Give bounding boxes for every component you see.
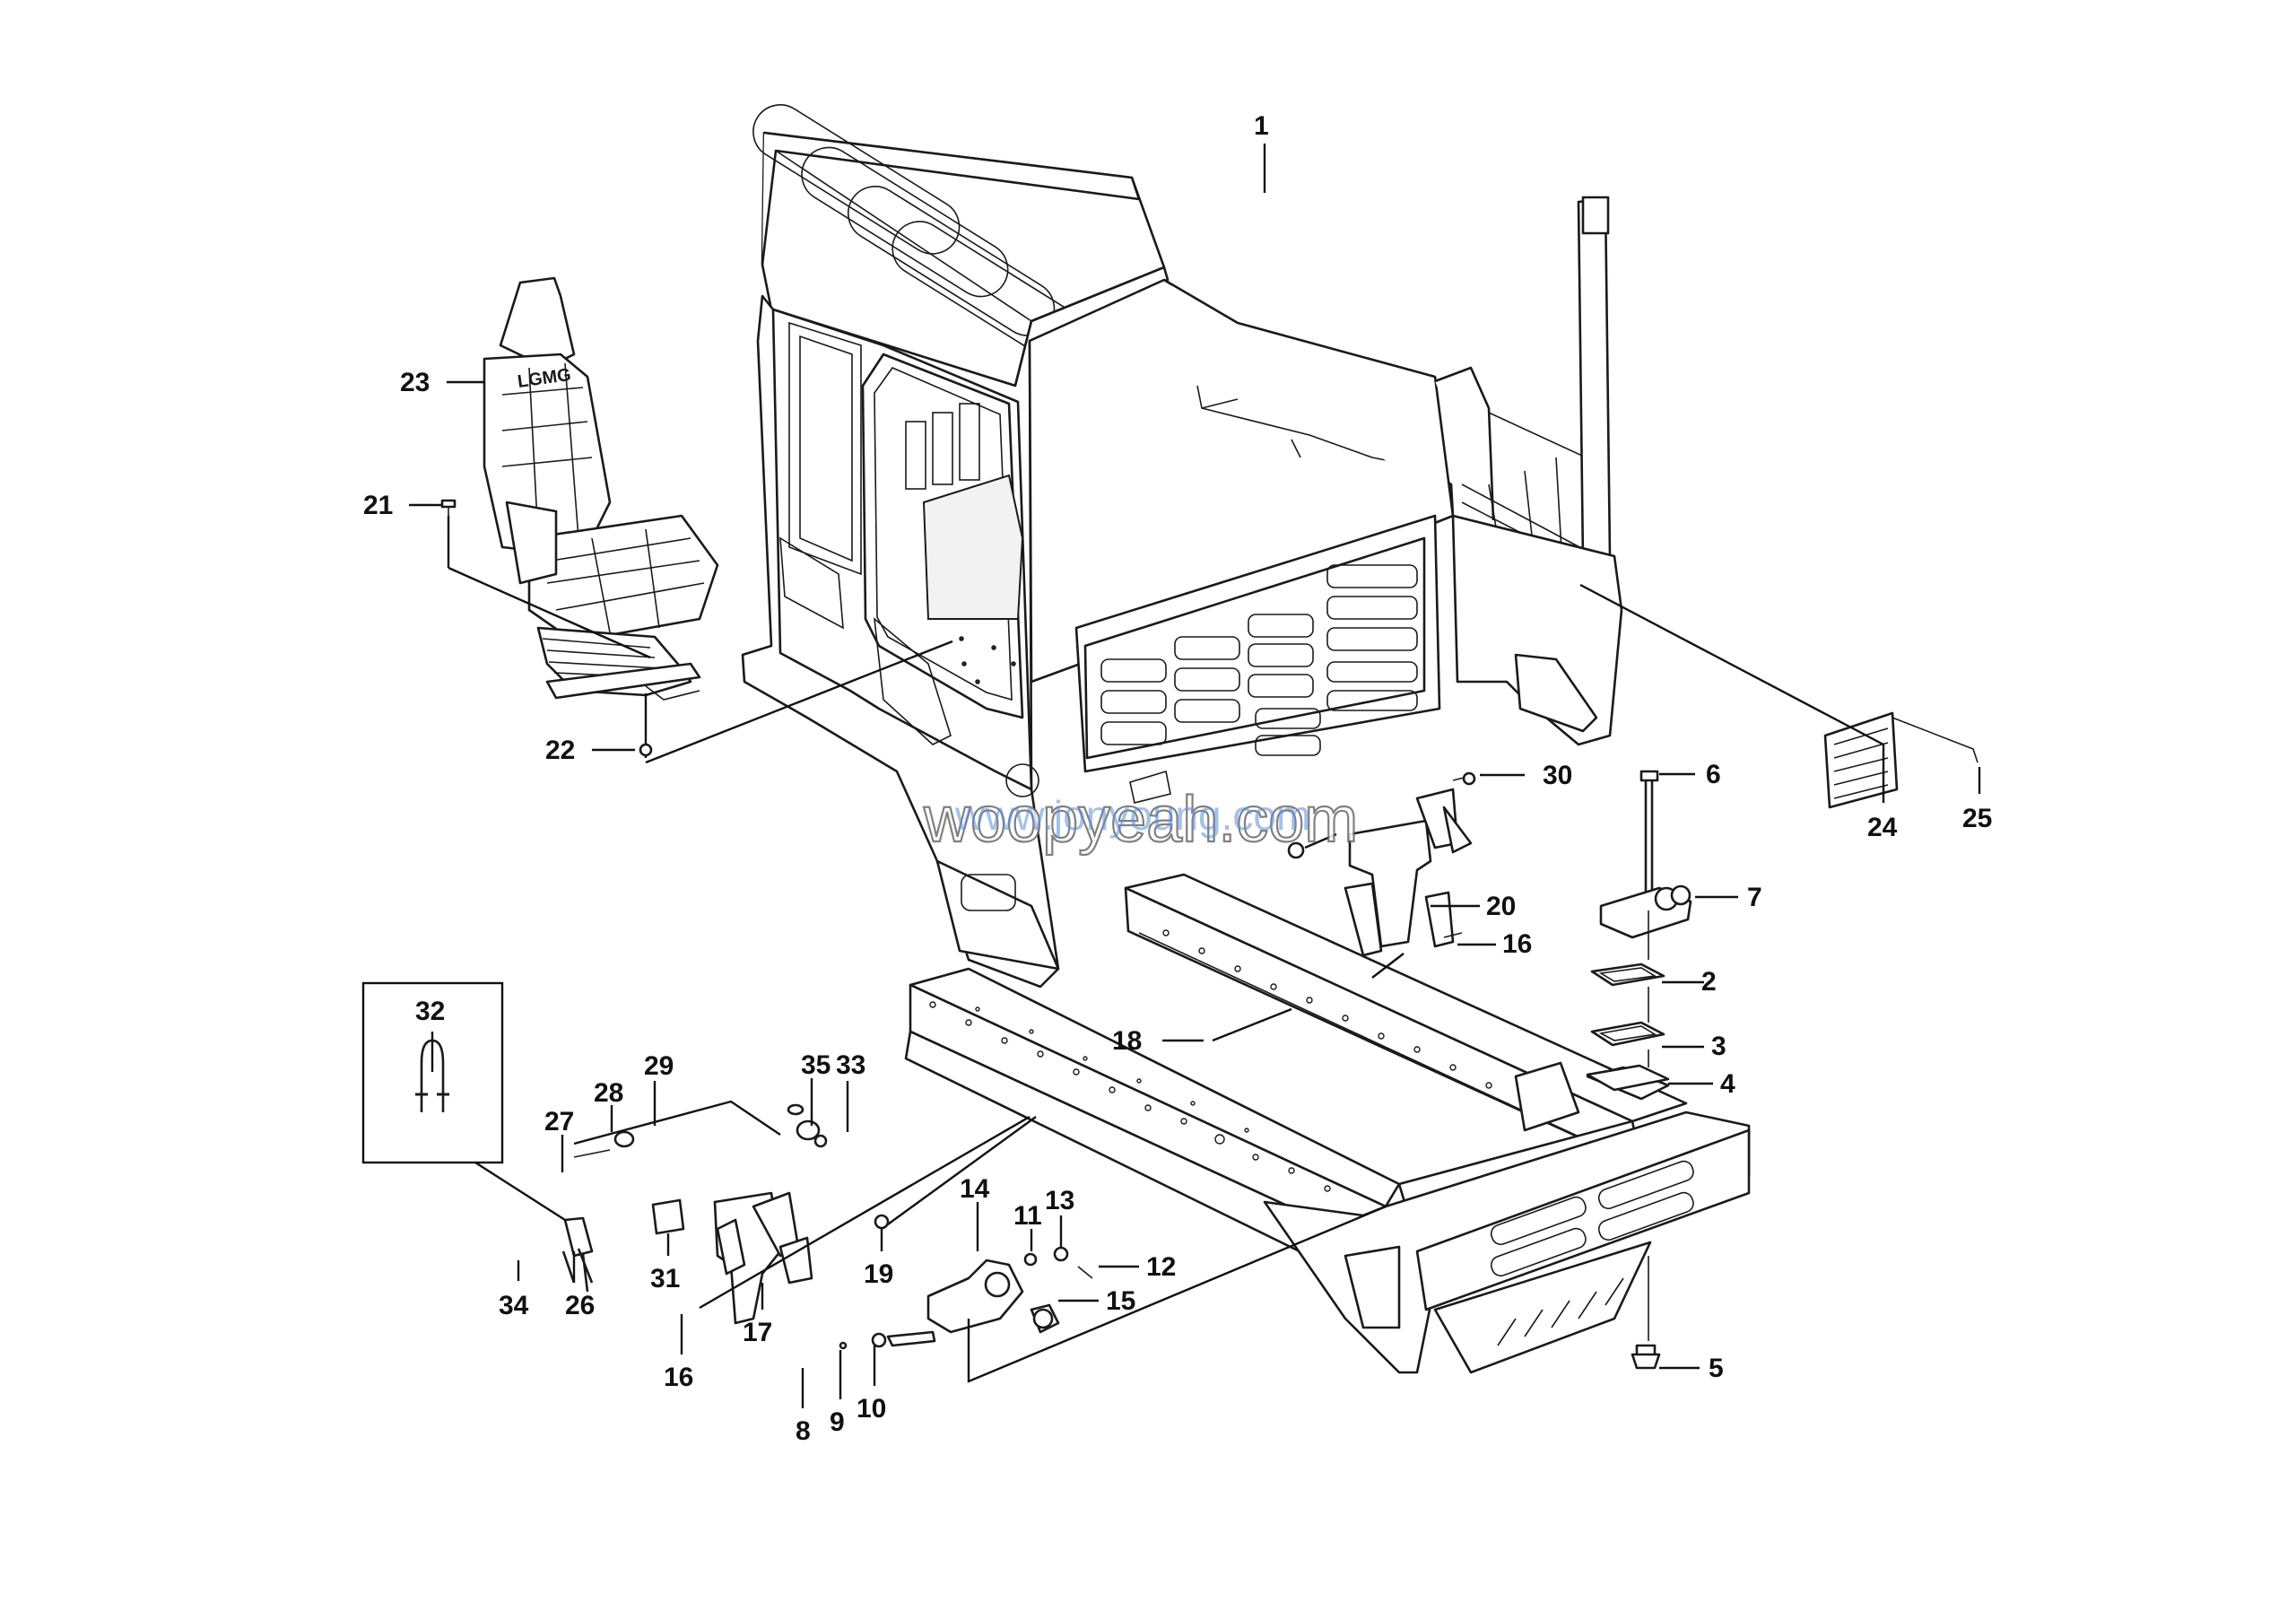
callout-24: 24 — [1867, 813, 1898, 842]
callout-28: 28 — [594, 1078, 623, 1108]
rail-holes — [929, 929, 1492, 1192]
callout-5: 5 — [1709, 1354, 1724, 1383]
callout-16-bottom: 16 — [664, 1363, 693, 1392]
watermark-outline: woopyeah.com — [923, 784, 1358, 856]
callout-26: 26 — [565, 1291, 595, 1320]
callout-8: 8 — [796, 1416, 811, 1446]
callout-1: 1 — [1254, 111, 1269, 141]
callout-22: 22 — [545, 736, 575, 765]
callout-27: 27 — [544, 1107, 574, 1137]
callout-19: 19 — [864, 1259, 893, 1289]
callout-20: 20 — [1486, 892, 1516, 921]
callout-34: 34 — [499, 1291, 529, 1320]
cab-assembly — [741, 104, 1623, 989]
callout-7: 7 — [1747, 883, 1762, 912]
callout-21: 21 — [363, 491, 393, 520]
callout-12: 12 — [1146, 1252, 1176, 1282]
callout-17: 17 — [743, 1318, 772, 1347]
callout-30: 30 — [1543, 761, 1572, 790]
callout-23: 23 — [400, 368, 430, 397]
callout-33: 33 — [836, 1050, 865, 1080]
right-mount-stack — [1586, 770, 1692, 1370]
callout-4: 4 — [1720, 1069, 1735, 1099]
callout-25: 25 — [1962, 804, 1992, 833]
callout-10: 10 — [857, 1394, 886, 1424]
callout-35: 35 — [801, 1050, 831, 1080]
watermark-overlay: www.jonyoung.com — [954, 792, 1310, 839]
callout-32: 32 — [415, 997, 445, 1026]
callout-31: 31 — [650, 1264, 680, 1293]
step-panel — [1823, 711, 1979, 809]
callout-18: 18 — [1112, 1026, 1142, 1056]
front-grille — [1100, 564, 1418, 756]
callout-11: 11 — [1013, 1201, 1042, 1231]
chassis-frame — [904, 873, 1751, 1374]
callout-2: 2 — [1701, 967, 1717, 997]
leader-lines — [409, 144, 1981, 1408]
callout-14: 14 — [960, 1174, 990, 1204]
callout-13: 13 — [1045, 1186, 1074, 1215]
watermark: woopyeah.com www.jonyoung.com — [922, 783, 1359, 857]
callout-16-top: 16 — [1502, 929, 1532, 959]
callout-9: 9 — [830, 1407, 845, 1437]
callout-labels: 1 2 3 4 5 6 7 8 9 10 11 12 13 14 15 16 1… — [363, 111, 1992, 1446]
bottom-center-mount — [839, 1246, 1093, 1350]
callout-15: 15 — [1106, 1286, 1135, 1316]
callout-29: 29 — [644, 1051, 674, 1081]
callout-6: 6 — [1706, 760, 1721, 789]
operator-seat: LGMG — [483, 276, 719, 701]
front-right-mount — [1287, 771, 1476, 957]
callout-3: 3 — [1711, 1032, 1726, 1061]
left-mount — [561, 1103, 828, 1325]
